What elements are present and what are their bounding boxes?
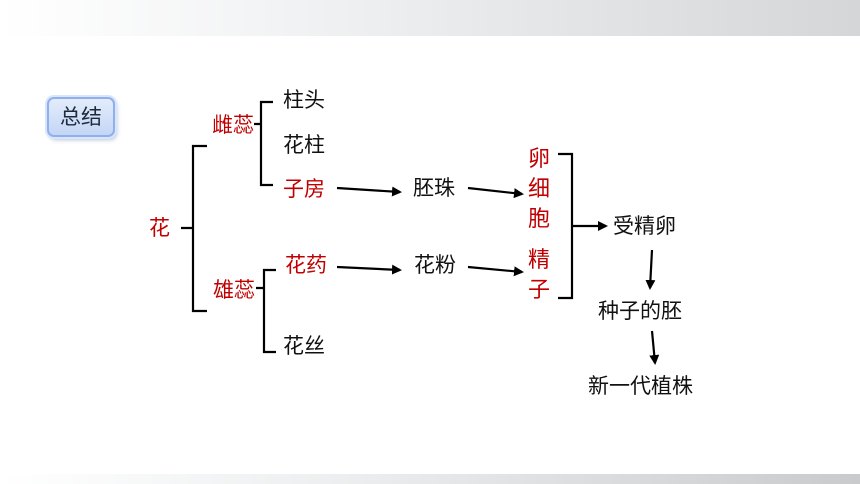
arrow-ovary-ovule	[336, 186, 402, 197]
node-style: 花柱	[283, 133, 325, 157]
bottom-banner	[0, 474, 860, 484]
stamen-bracket	[256, 268, 276, 354]
node-pollen: 花粉	[414, 253, 456, 277]
node-stigma: 柱头	[283, 88, 325, 112]
node-flower: 花	[149, 216, 170, 240]
gamete-bracket	[558, 152, 606, 300]
node-new-plant: 新一代植株	[588, 374, 693, 398]
node-ovule: 胚珠	[413, 176, 455, 200]
flower-bracket	[181, 144, 207, 313]
node-stamen: 雄蕊	[213, 278, 255, 302]
arrow-zygote-embryo	[645, 249, 656, 290]
arrow-anther-pollen	[336, 264, 402, 275]
arrow-ovule-egg	[467, 186, 524, 199]
summary-badge: 总结	[47, 97, 115, 137]
node-embryo: 种子的胚	[598, 299, 682, 323]
node-egg-cell: 卵细胞	[527, 147, 550, 232]
node-filament: 花丝	[283, 334, 325, 358]
node-fertilized-egg: 受精卵	[613, 214, 676, 238]
top-banner	[0, 0, 860, 36]
node-sperm: 精子	[527, 248, 550, 303]
node-anther: 花药	[285, 253, 327, 277]
arrow-embryo-plant	[649, 330, 660, 365]
node-pistil: 雌蕊	[212, 113, 254, 137]
arrow-pollen-sperm	[467, 265, 524, 277]
node-ovary: 子房	[283, 177, 325, 201]
pistil-bracket	[254, 100, 273, 187]
